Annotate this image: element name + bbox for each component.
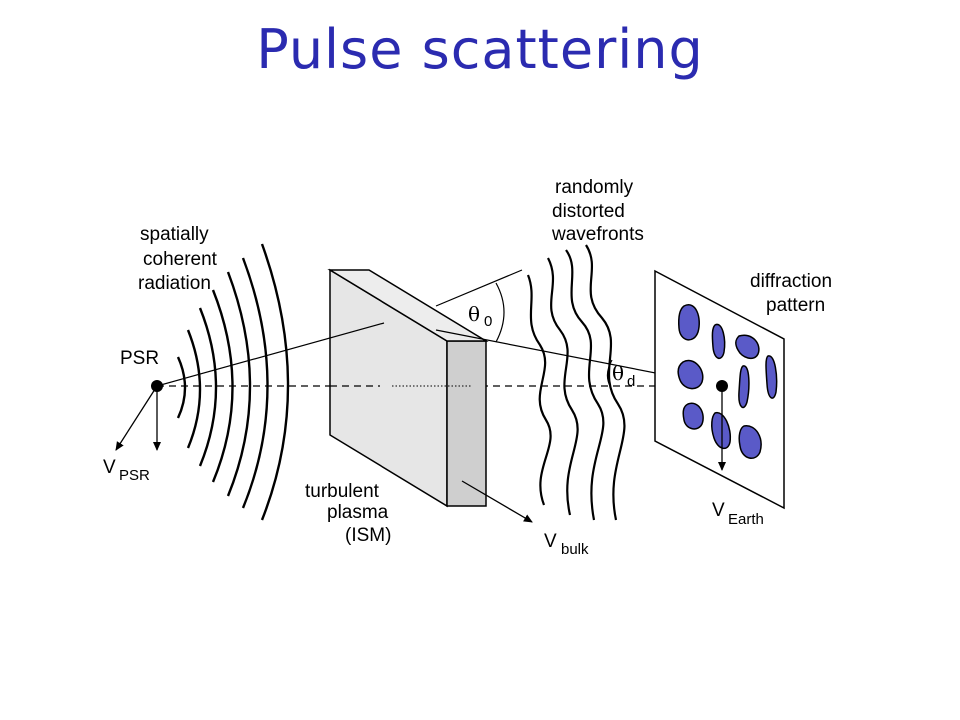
plasma-label: turbulent plasma (ISM) xyxy=(305,481,391,546)
turbulent-plasma-slab xyxy=(327,268,489,508)
wavefronts-label-line1: randomly xyxy=(555,177,634,198)
coherent-wavefront-arcs xyxy=(176,243,290,521)
v-psr-label: V PSR xyxy=(103,457,150,484)
v-psr-main: V xyxy=(103,457,116,478)
reference-ray xyxy=(435,269,523,307)
radiation-label-line2: coherent xyxy=(143,249,218,270)
plasma-label-line3: (ISM) xyxy=(345,525,391,546)
v-bulk-main: V xyxy=(544,531,557,552)
diffraction-label-line2: pattern xyxy=(766,295,825,316)
slide-title: Pulse scattering xyxy=(256,18,704,81)
v-earth-label: V Earth xyxy=(712,500,764,528)
theta0-symbol: θ xyxy=(468,302,480,326)
psr-label: PSR xyxy=(120,348,159,369)
v-earth-main: V xyxy=(712,500,725,521)
wavefronts-label-line3: wavefronts xyxy=(551,224,644,245)
v-bulk-subscript: bulk xyxy=(561,541,589,558)
theta0-label: θ 0 xyxy=(468,302,492,330)
wavefronts-label-line2: distorted xyxy=(552,201,625,222)
v-earth-subscript: Earth xyxy=(728,511,764,528)
bulk-velocity-arrow xyxy=(461,480,533,523)
plasma-label-line1: turbulent xyxy=(305,481,380,502)
diffraction-label: diffraction pattern xyxy=(750,271,832,316)
diffraction-label-line1: diffraction xyxy=(750,271,832,292)
theta0-angle-arc xyxy=(495,282,505,343)
thetad-symbol: θ xyxy=(612,361,624,385)
v-psr-subscript: PSR xyxy=(119,467,150,484)
theta0-subscript: 0 xyxy=(484,313,492,330)
thetad-subscript: d xyxy=(627,373,635,390)
diffraction-pattern-blobs xyxy=(677,304,778,459)
thetad-label: θ d xyxy=(612,361,635,390)
distorted-wavefronts xyxy=(526,244,626,521)
radiation-label-line3: radiation xyxy=(138,273,211,294)
v-bulk-label: V bulk xyxy=(544,531,589,558)
psr-velocity-arrow xyxy=(115,385,158,451)
wavefronts-label: randomly distorted wavefronts xyxy=(551,177,644,245)
incident-ray xyxy=(156,322,385,387)
radiation-label-line1: spatially xyxy=(140,224,209,245)
plasma-label-line2: plasma xyxy=(327,502,389,523)
radiation-label: spatially coherent radiation xyxy=(138,224,218,294)
